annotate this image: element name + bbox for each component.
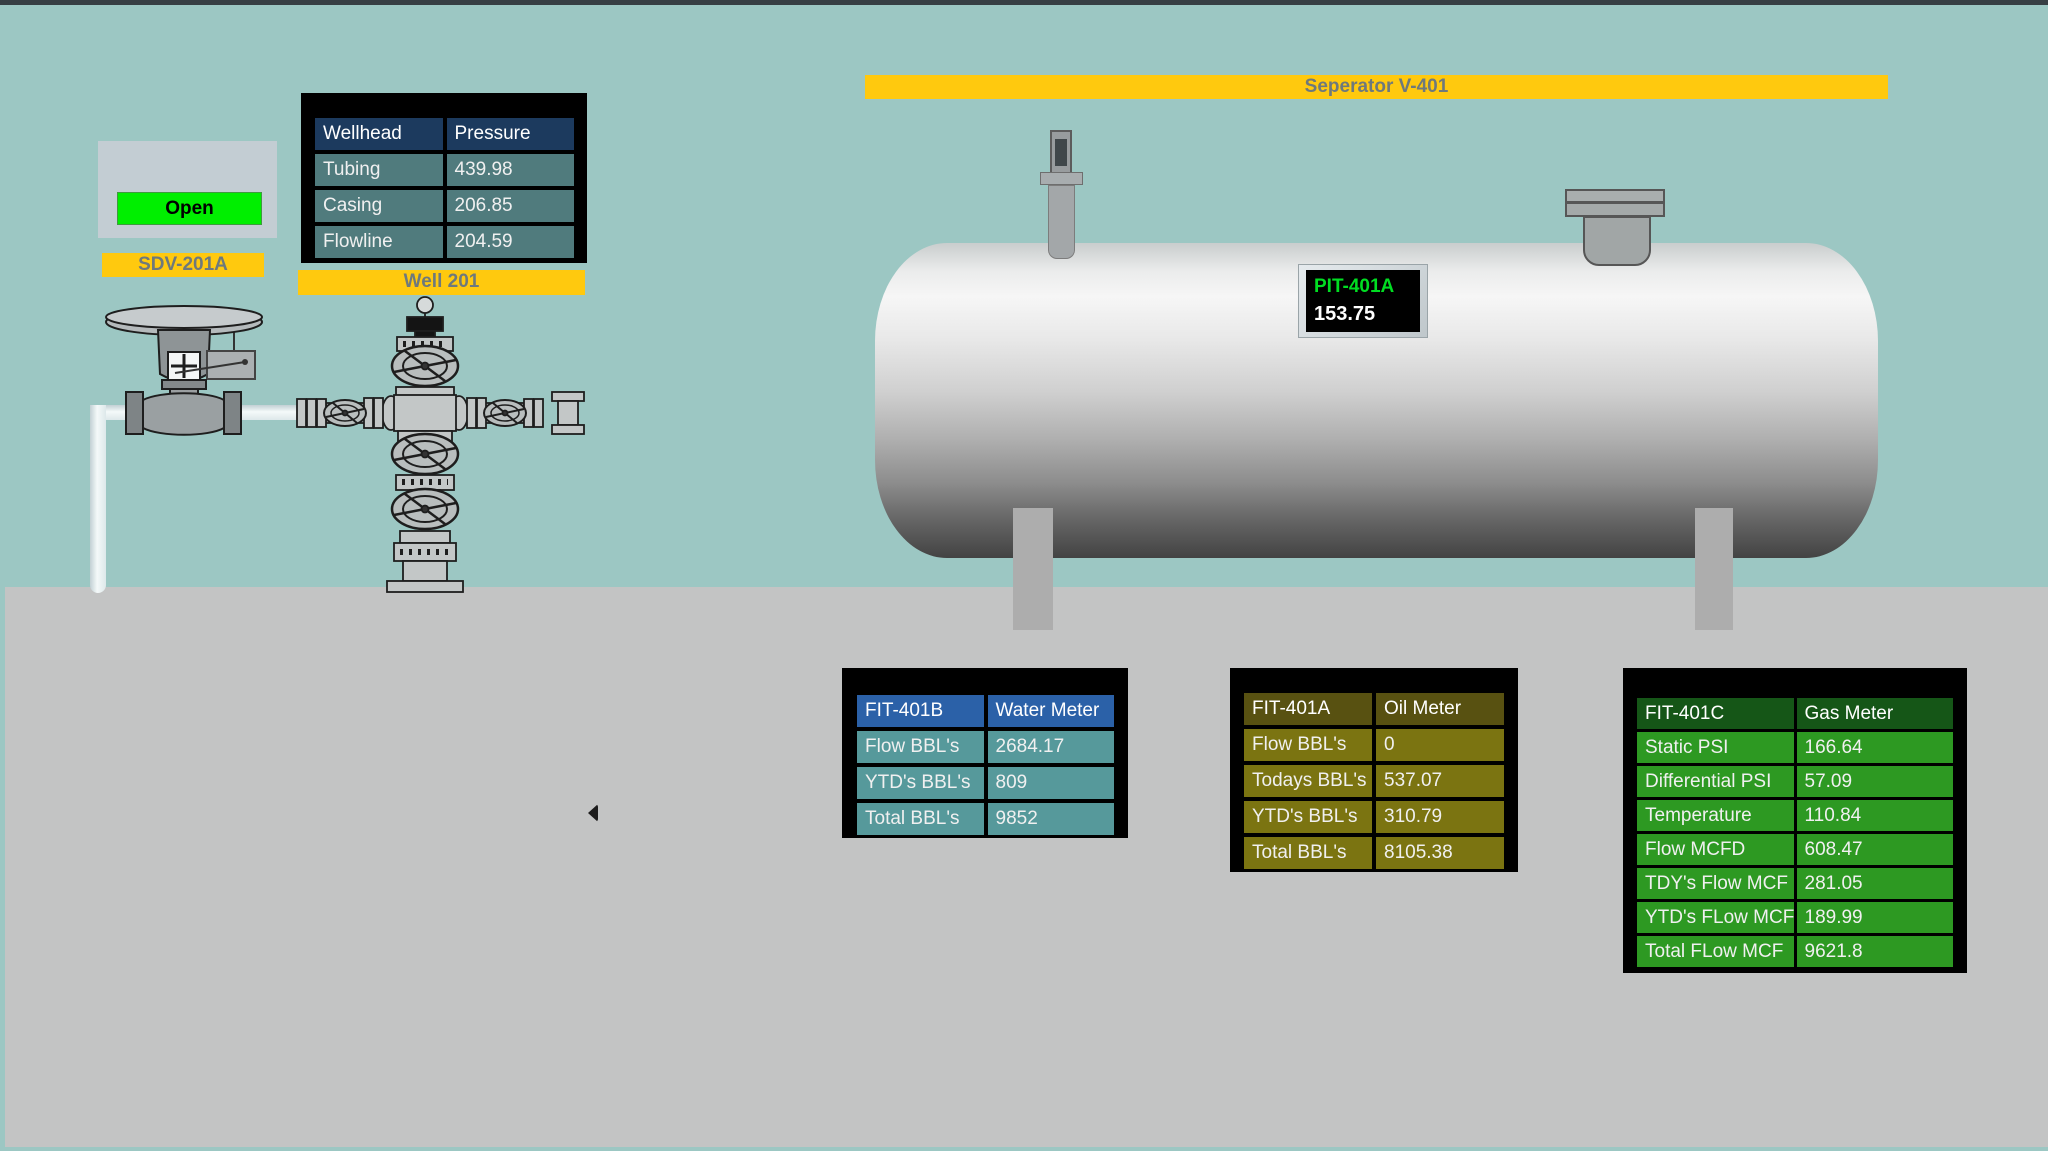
table-cell: 57.09	[1796, 766, 1953, 797]
table-cell: 439.98	[446, 154, 574, 186]
sdv-tag-banner: SDV-201A	[102, 253, 264, 277]
sdv-open-button[interactable]: Open	[117, 192, 262, 225]
valve-stem-plate	[161, 379, 207, 390]
table-cell: YTD's BBL's	[857, 767, 984, 799]
table-header-cell: Pressure	[446, 118, 574, 150]
wellhead-gauge-icon	[416, 296, 434, 314]
table-cell: YTD's FLow MCF	[1637, 902, 1794, 933]
pit-value: 153.75	[1314, 303, 1376, 325]
well-tag-banner: Well 201	[298, 270, 585, 295]
table-cell: Flow MCFD	[1637, 834, 1794, 865]
table-header-cell: FIT-401B	[857, 695, 984, 727]
table-cell: Total FLow MCF	[1637, 936, 1794, 967]
table-cell: Differential PSI	[1637, 766, 1794, 797]
table-header-cell: Gas Meter	[1796, 698, 1953, 729]
handwheel-icon	[323, 399, 367, 427]
table-header-cell: FIT-401C	[1637, 698, 1794, 729]
table-cell: Total BBL's	[857, 803, 984, 835]
vessel-leg-left	[1013, 508, 1053, 630]
table-header-cell: Wellhead	[315, 118, 443, 150]
table-cell: 166.64	[1796, 732, 1953, 763]
vessel-instrument-window	[1055, 139, 1067, 166]
table-cell: Flow BBL's	[857, 731, 984, 763]
sdv-valve-graphic[interactable]	[62, 296, 312, 446]
pit-401a-display[interactable]: PIT-401A 153.75	[1298, 264, 1428, 338]
pipe-valve-to-wellhead	[240, 405, 302, 420]
table-cell: 9852	[987, 803, 1114, 835]
table-cell: Temperature	[1637, 800, 1794, 831]
table-cell: Flow BBL's	[1244, 729, 1372, 761]
table-cell: 8105.38	[1376, 837, 1504, 869]
table-cell: 110.84	[1796, 800, 1953, 831]
table-cell: 281.05	[1796, 868, 1953, 899]
actuator-dome-top	[105, 305, 263, 329]
table-cell: 310.79	[1376, 801, 1504, 833]
pit-401a-screen: PIT-401A 153.75	[1306, 270, 1420, 332]
vessel-leg-right	[1695, 508, 1733, 630]
table-header-cell: Water Meter	[987, 695, 1114, 727]
valve-positioner	[206, 350, 256, 380]
vessel-manway-flange	[1565, 202, 1665, 217]
vessel-manway-flange	[1565, 189, 1665, 203]
pit-tag-label: PIT-401A	[1314, 276, 1395, 297]
vessel-manway-neck	[1583, 216, 1651, 266]
table-cell: Static PSI	[1637, 732, 1794, 763]
handwheel-icon	[390, 487, 460, 531]
mouse-cursor	[588, 804, 598, 822]
table-cell: 204.59	[446, 226, 574, 258]
valve-flange-right	[223, 391, 242, 435]
table-cell: Flowline	[315, 226, 443, 258]
table-cell: Total BBL's	[1244, 837, 1372, 869]
vessel-instrument-stem	[1048, 185, 1075, 259]
table-header-cell: Oil Meter	[1376, 693, 1504, 725]
table-cell: Casing	[315, 190, 443, 222]
table-cell: TDY's Flow MCF	[1637, 868, 1794, 899]
screen-top-border	[0, 0, 2048, 5]
table-cell: 206.85	[446, 190, 574, 222]
vessel-instrument-flange	[1040, 172, 1083, 185]
pipe-vertical-drop	[90, 405, 106, 593]
valve-flange-left	[125, 391, 144, 435]
handwheel-icon	[390, 432, 460, 476]
wellhead-tree-graphic	[296, 296, 585, 593]
table-cell: Tubing	[315, 154, 443, 186]
table-cell: 2684.17	[987, 731, 1114, 763]
separator-title-banner: Seperator V-401	[865, 75, 1888, 99]
handwheel-icon	[390, 344, 460, 388]
table-cell: 809	[987, 767, 1114, 799]
handwheel-icon	[483, 399, 527, 427]
table-cell: 9621.8	[1796, 936, 1953, 967]
table-cell: YTD's BBL's	[1244, 801, 1372, 833]
valve-body	[142, 392, 225, 436]
table-cell: Todays BBL's	[1244, 765, 1372, 797]
table-cell: 189.99	[1796, 902, 1953, 933]
table-cell: 0	[1376, 729, 1504, 761]
table-header-cell: FIT-401A	[1244, 693, 1372, 725]
table-cell: 537.07	[1376, 765, 1504, 797]
table-cell: 608.47	[1796, 834, 1953, 865]
